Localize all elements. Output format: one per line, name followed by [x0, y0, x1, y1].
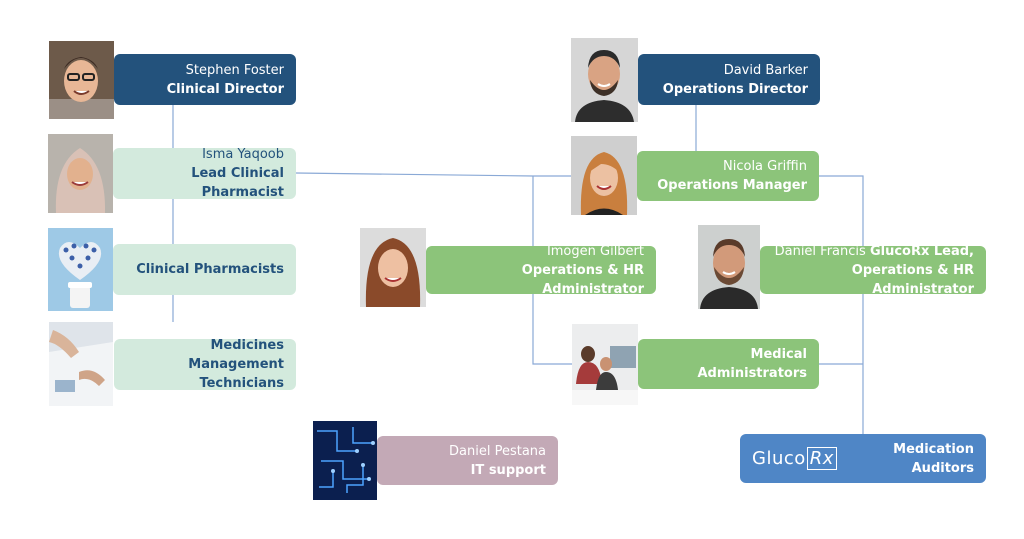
- logo-text-rx: Rx: [806, 447, 837, 470]
- photo-nicola-griffin: [571, 136, 637, 215]
- photo-david-barker: [571, 38, 638, 122]
- photo-imogen-gilbert: [360, 228, 426, 307]
- photo-stephen-foster: [49, 41, 114, 119]
- card-name: Daniel Francis: [774, 243, 866, 259]
- card-clinical-pharmacists: Clinical Pharmacists: [113, 244, 296, 295]
- photo-pills-heart: [48, 228, 113, 311]
- card-role: Operations Director: [662, 81, 808, 97]
- card-daniel-francis: Daniel Francis GlucoRx Lead, Operations …: [760, 244, 986, 297]
- card-medicines-management-technicians: Medicines Management Technicians: [114, 338, 296, 391]
- card-nicola-griffin: Nicola Griffin Operations Manager: [637, 151, 819, 201]
- card-stephen-foster: Stephen Foster Clinical Director: [114, 54, 296, 105]
- card-name: Isma Yaqoob: [202, 147, 284, 162]
- card-imogen-gilbert: Imogen Gilbert Operations & HR Administr…: [426, 244, 656, 297]
- card-medical-administrators: Medical Administrators: [638, 339, 819, 389]
- photo-daniel-francis: [698, 225, 760, 309]
- photo-circuit-board: [313, 421, 377, 500]
- photo-technician-desk: [49, 322, 113, 406]
- photo-isma-yaqoob: [48, 134, 113, 213]
- card-team: Clinical Pharmacists: [136, 262, 284, 277]
- card-name: Daniel Pestana: [449, 443, 546, 459]
- card-team: Medication Auditors: [893, 441, 974, 476]
- card-role: IT support: [470, 462, 546, 478]
- card-role: Operations Manager: [657, 178, 807, 193]
- card-name: Nicola Griffin: [723, 159, 807, 174]
- card-role: Clinical Director: [166, 81, 284, 97]
- card-name-role-line1: Daniel Francis GlucoRx Lead,: [775, 242, 974, 261]
- logo-text-main: Gluco: [752, 448, 806, 469]
- card-team-line1: Medicines Management: [188, 338, 284, 372]
- card-daniel-pestana: Daniel Pestana IT support: [377, 436, 558, 485]
- ops-right-branch-line: [819, 175, 864, 434]
- photo-medical-administrators: [572, 324, 638, 405]
- isma-to-nicola-line: [295, 172, 580, 177]
- card-role-line1: GlucoRx Lead,: [869, 243, 974, 259]
- ops-left-branch-line: [532, 176, 572, 365]
- card-name: David Barker: [723, 62, 808, 78]
- card-team: Medical Administrators: [697, 347, 807, 381]
- card-team-line2: Technicians: [199, 376, 284, 391]
- card-role: Lead Clinical Pharmacist: [191, 166, 284, 200]
- card-name: Stephen Foster: [185, 62, 284, 78]
- card-name: Imogen Gilbert: [546, 243, 644, 259]
- card-role-line2: Operations & HR Administrator: [851, 262, 974, 297]
- card-david-barker: David Barker Operations Director: [638, 54, 820, 105]
- card-isma-yaqoob: Isma Yaqoob Lead Clinical Pharmacist: [113, 147, 296, 200]
- card-role: Operations & HR Administrator: [521, 262, 644, 297]
